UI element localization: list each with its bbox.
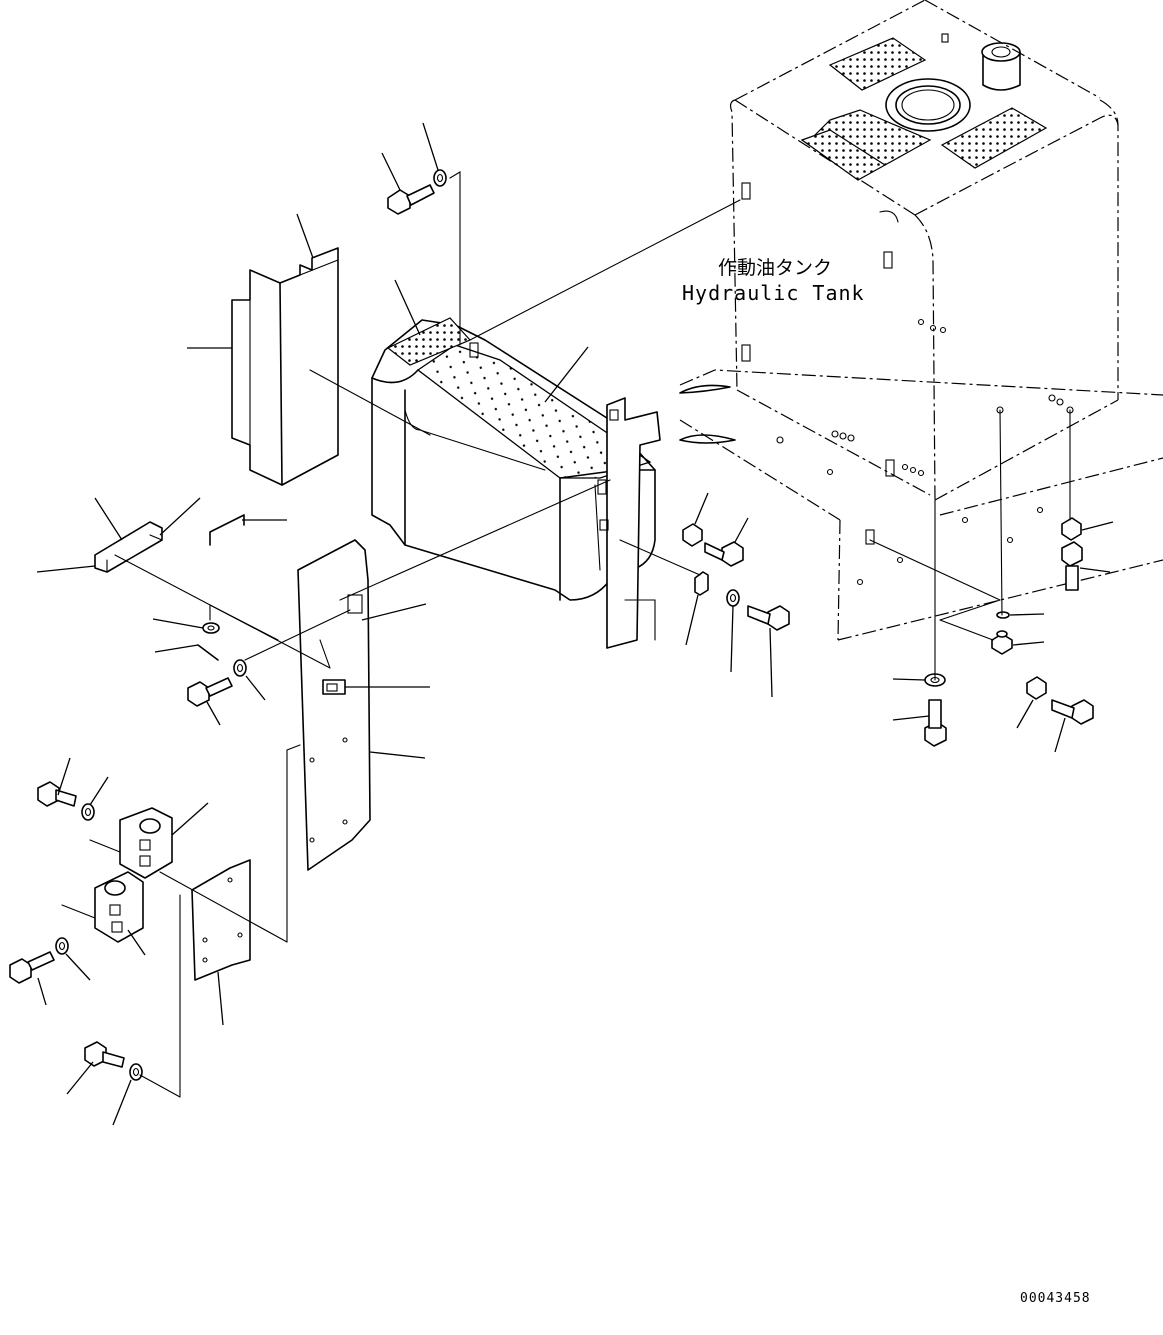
drawing-number: 00043458 <box>1020 1291 1091 1306</box>
wire-clip <box>209 514 245 546</box>
lock-body-lower <box>61 871 144 943</box>
lock-body-upper <box>89 807 173 879</box>
hydraulic-tank <box>679 0 1163 641</box>
tank-label-en: Hydraulic Tank <box>682 281 865 305</box>
assembly-lines <box>114 171 1071 1098</box>
step-cover-box <box>371 317 661 649</box>
nuts-washers <box>55 169 1082 1081</box>
guard-plate <box>297 539 371 871</box>
tank-label-jp: 作動油タンク <box>718 257 832 279</box>
bolts <box>9 184 1094 1068</box>
rear-cover-panel <box>231 247 339 486</box>
leader-lines <box>36 122 1114 1126</box>
handle <box>94 521 163 573</box>
lower-plate <box>191 859 251 981</box>
